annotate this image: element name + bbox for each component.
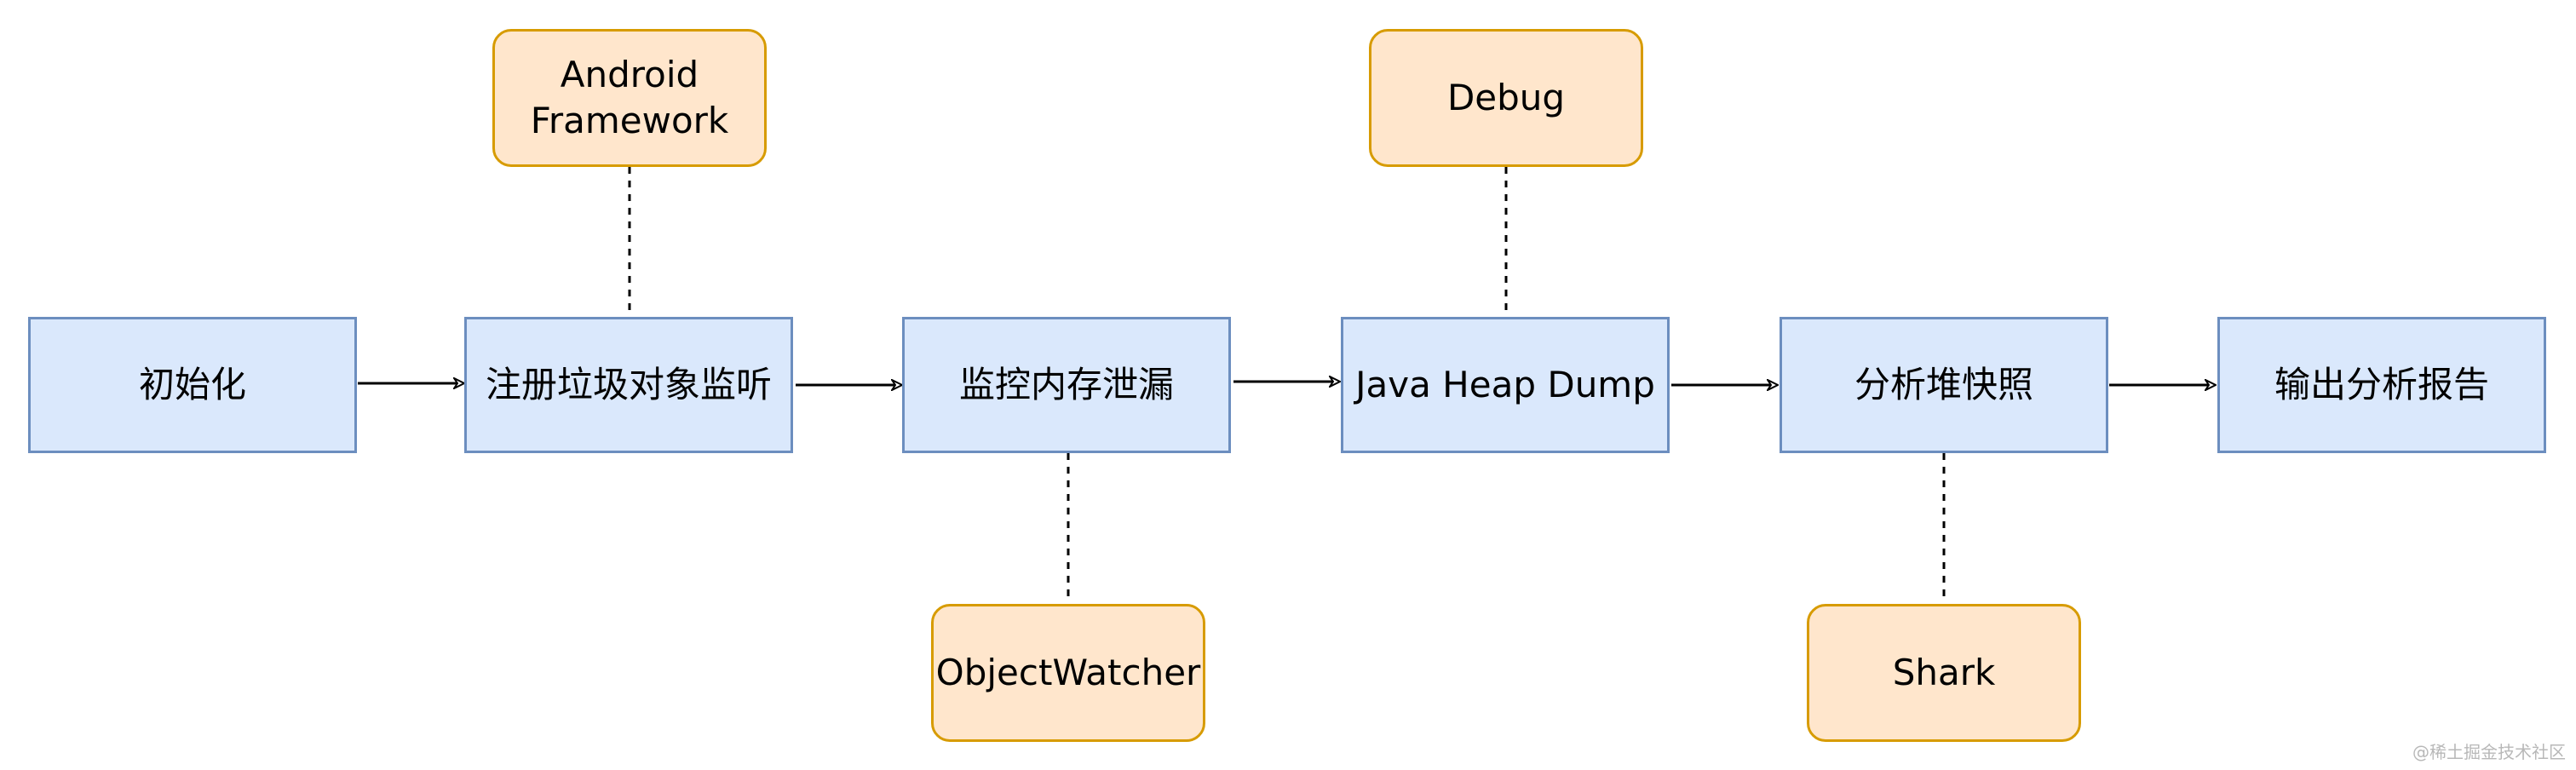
component-object-watcher: ObjectWatcher xyxy=(931,604,1205,742)
step-register-gc-listener: 注册垃圾对象监听 xyxy=(464,317,793,453)
watermark-text: @稀土掘金技术社区 xyxy=(2412,742,2566,762)
component-android-framework: Android Framework xyxy=(492,29,767,167)
step-analyze-heap: 分析堆快照 xyxy=(1780,317,2108,453)
component-shark: Shark xyxy=(1807,604,2081,742)
step-monitor-leak: 监控内存泄漏 xyxy=(902,317,1231,453)
step-heap-dump: Java Heap Dump xyxy=(1341,317,1670,453)
step-init: 初始化 xyxy=(28,317,357,453)
step-output-report: 输出分析报告 xyxy=(2217,317,2546,453)
component-debug: Debug xyxy=(1369,29,1643,167)
